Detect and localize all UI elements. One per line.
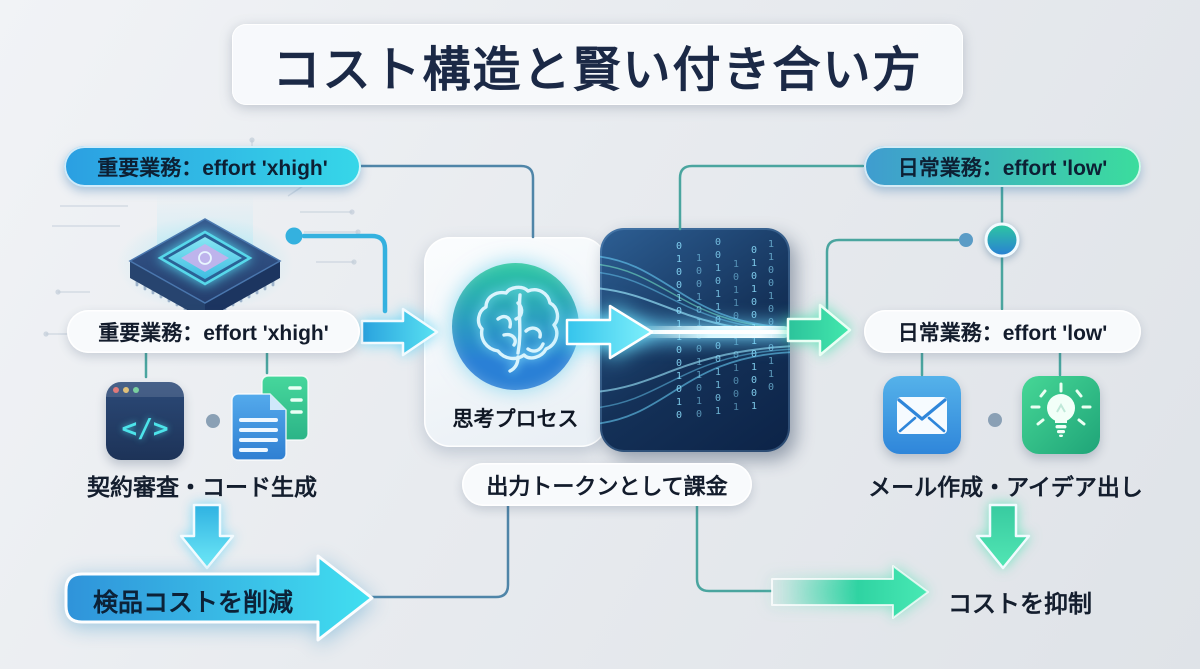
- branch-end-dot: [959, 233, 973, 247]
- arrow-to-result: [771, 565, 929, 619]
- pill-billing: 出力トークンとして課金: [462, 463, 752, 506]
- binary-column: 1 0 1 1 0 0 1 0 1 0 0 1: [733, 259, 740, 413]
- pill-daily-label: 日常業務：effort 'low': [897, 321, 1108, 345]
- pill-important-label: 重要業務：effort 'xhigh': [98, 321, 329, 345]
- code-window-icon: </>: [106, 382, 184, 460]
- arrow-panel-to-pill: [786, 303, 852, 357]
- arrow-reduce-cost: [64, 554, 374, 642]
- connector-topleft-badge: [359, 164, 535, 239]
- thinking-process-panel: 思考プロセス: [424, 237, 607, 447]
- brain-icon: [452, 263, 579, 390]
- title-banner: コスト構造と賢い付き合い方: [232, 24, 963, 105]
- binary-column: 1 0 0 1 0 1 0 0 1 1 0 1 0: [696, 253, 703, 420]
- caption-left-tasks: 契約審査・コード生成: [87, 474, 317, 500]
- code-glyph: </>: [121, 413, 169, 444]
- billing-label: 出力トークンとして課金: [486, 473, 728, 499]
- arrow-down-right: [975, 503, 1031, 570]
- badge-daily-label: 日常業務：effort 'low': [897, 156, 1108, 180]
- cost-control-label: コストを抑制: [948, 591, 1092, 618]
- arrow-down-left: [179, 503, 235, 570]
- envelope-icon: [883, 376, 961, 454]
- separator-dot: [988, 413, 1002, 427]
- caption-right-tasks: メール作成・アイデア出し: [868, 474, 1143, 500]
- junction-circle: [984, 222, 1020, 258]
- connector-bottomleft: [368, 504, 510, 599]
- connector-topright-badge: [678, 164, 865, 231]
- connector-arrow-branch: [825, 238, 960, 311]
- connector-chip: [301, 233, 388, 314]
- badge-important-work: 重要業務：effort 'xhigh': [64, 146, 361, 187]
- window-titlebar: [106, 382, 184, 397]
- lightbulb-icon: [1022, 376, 1100, 454]
- cpu-chip-icon: [117, 194, 293, 320]
- pill-important-work: 重要業務：effort 'xhigh': [67, 310, 360, 353]
- light-beam-core: [630, 330, 790, 334]
- pill-daily-work: 日常業務：effort 'low': [864, 310, 1141, 353]
- badge-daily-work: 日常業務：effort 'low': [864, 146, 1141, 187]
- reduce-cost-label: 検品コストを削減: [92, 589, 293, 617]
- process-label: 思考プロセス: [452, 408, 579, 431]
- arrow-pill-to-brain: [360, 307, 439, 357]
- data-flow-curves: [600, 255, 790, 425]
- page-title: コスト構造と賢い付き合い方: [272, 43, 923, 97]
- badge-important-label: 重要業務：effort 'xhigh': [97, 156, 328, 180]
- separator-dot: [206, 414, 220, 428]
- connector-bottomright: [695, 504, 773, 593]
- documents-icon: [231, 375, 309, 461]
- chip-node-dot: [285, 227, 303, 245]
- arrow-brain-to-panel: [565, 304, 654, 360]
